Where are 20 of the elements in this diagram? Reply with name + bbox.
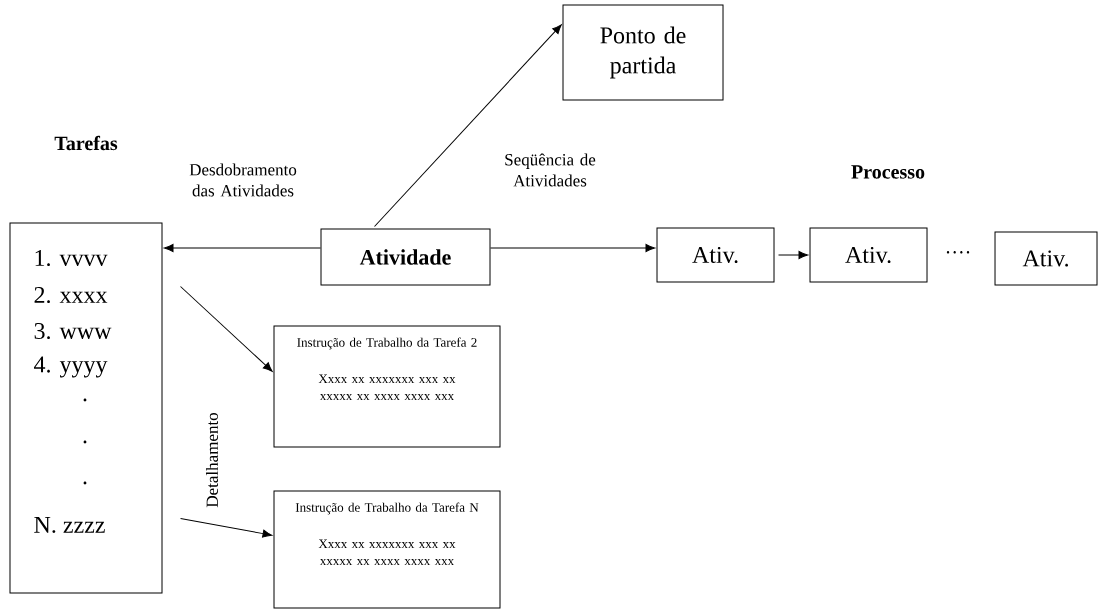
rotated-label: Detalhamento — [206, 412, 218, 508]
ellipsis-dots: ···· — [946, 251, 970, 254]
edge-label: Desdobramento das Atividades — [189, 163, 297, 197]
edge-label: Seqüência de Atividades — [505, 153, 596, 187]
activity-box: Ativ. — [656, 227, 775, 283]
arrow — [180, 286, 273, 372]
node-label: Tarefas — [54, 135, 118, 151]
instruction-box: Instrução de Trabalho da Tarefa N Xxxx xx xxxxxxx xxx xx xxxxx xx xxxx xxxx xxx — [273, 490, 501, 609]
activity-box: Ativ. — [809, 227, 928, 283]
activity-box: Ativ. — [994, 231, 1098, 286]
instruction-box: Instrução de Trabalho da Tarefa 2 Xxxx xx xxxxxxx xxx xx xxxxx xx xxxx xxxx xxx — [273, 325, 501, 448]
arrow — [490, 243, 656, 253]
arrow — [778, 250, 809, 260]
arrow — [374, 24, 562, 227]
arrow — [180, 518, 273, 538]
heading: Processo — [851, 165, 925, 179]
task-list-box: Tarefas 1. vvvv 2. xxxx 3. www 4. yyyy . . . N. zzzz — [9, 135, 163, 594]
start-box: Ponto de partida — [562, 4, 724, 101]
arrow — [163, 243, 321, 253]
activity-box: Atividade — [320, 228, 491, 286]
